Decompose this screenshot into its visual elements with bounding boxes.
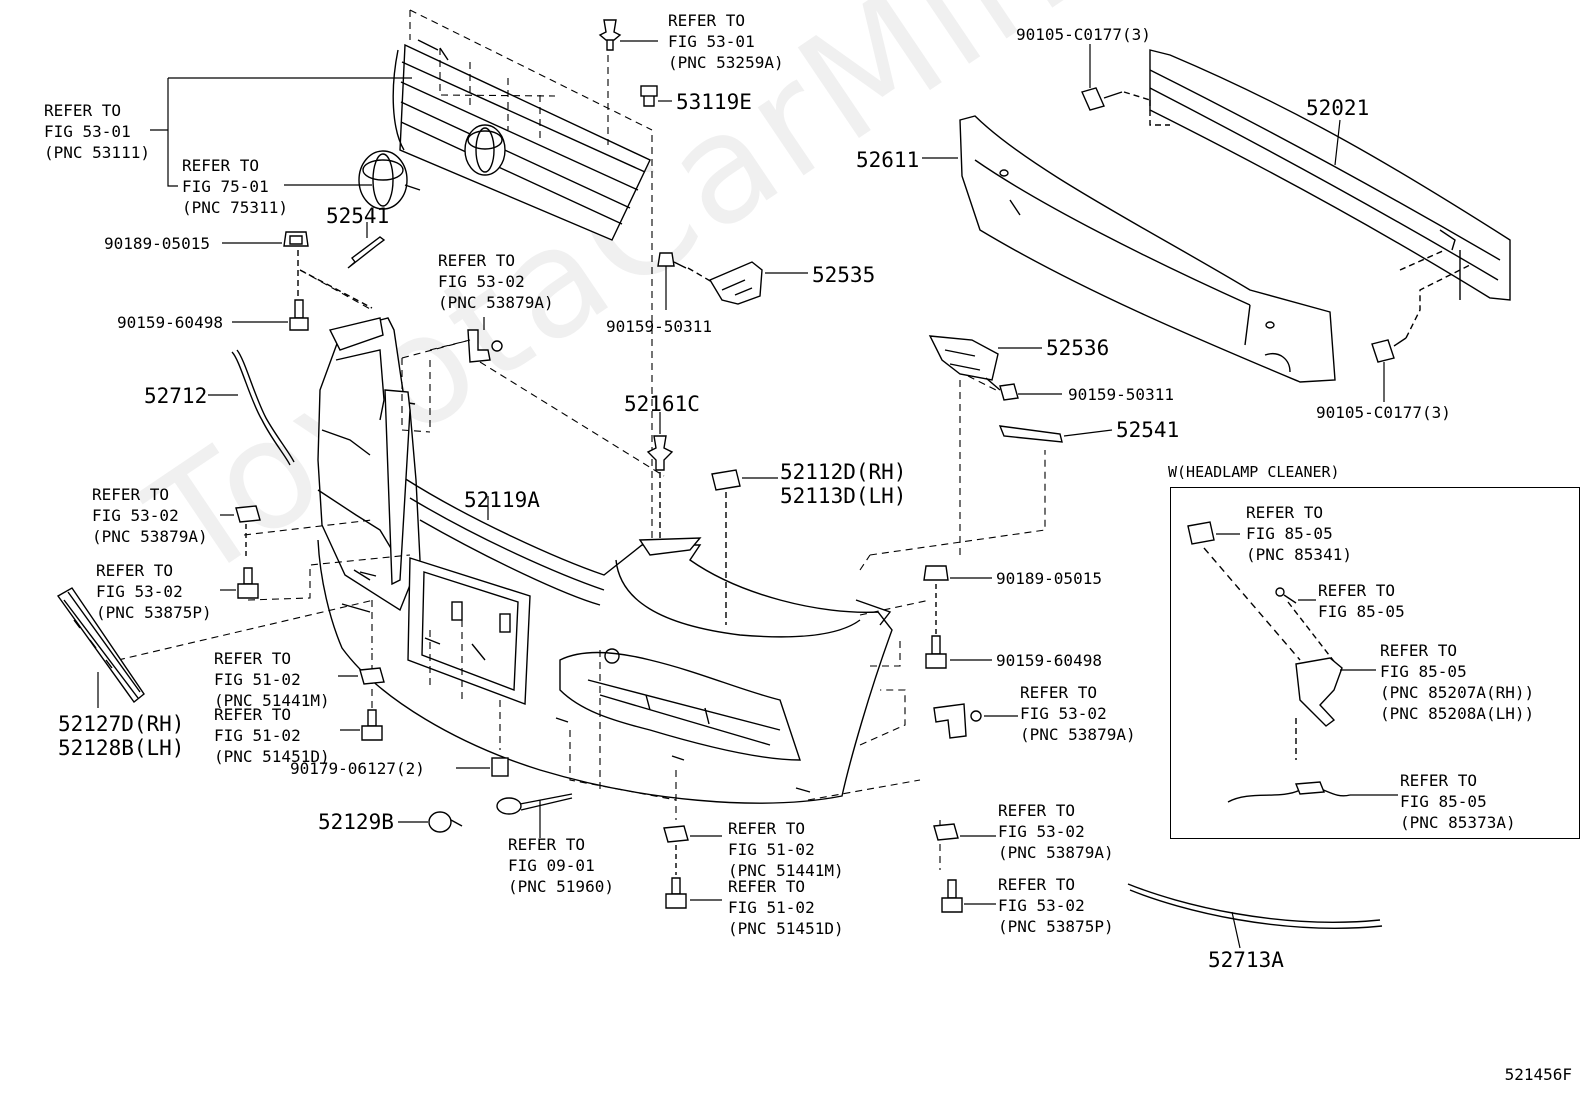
label-52712: 52712 (144, 384, 208, 408)
radiator-grille (392, 39, 651, 241)
label-52536: 52536 (1046, 336, 1110, 360)
cap-52112d (711, 469, 778, 491)
clip-53259a (598, 19, 658, 51)
label-ref-53879a-top: REFER TO FIG 53-02 (PNC 53879A) (438, 251, 554, 312)
bolt-90159-right (925, 635, 992, 669)
label-90179: 90179-06127(2) (290, 759, 425, 778)
bolt-53875p-left (220, 567, 259, 599)
label-ref-75311: REFER TO FIG 75-01 (PNC 75311) (182, 156, 288, 217)
label-90159-left: 90159-60498 (117, 313, 223, 332)
label-90189-right: 90189-05015 (996, 569, 1102, 588)
label-ref-53879a-right: REFER TO FIG 53-02 (PNC 53879A) (1020, 683, 1136, 744)
bolt-90105-top (1081, 44, 1123, 111)
bracket-53879a-right (933, 703, 1018, 739)
label-ref-51441m-left: REFER TO FIG 51-02 (PNC 51441M) (214, 649, 330, 710)
bolt-90159-left (232, 299, 309, 331)
label-52127d: 52127D(RH) 52128B(LH) (58, 712, 185, 760)
retainer-52535 (708, 261, 808, 305)
lower-grille-52127d (56, 587, 145, 708)
label-ref-51451d-bottom: REFER TO FIG 51-02 (PNC 51451D) (728, 877, 844, 938)
clip-51441m-left (338, 667, 385, 685)
label-90189-left: 90189-05015 (104, 234, 210, 253)
bolt-90159-50311-right (985, 377, 1062, 401)
label-53119e: 53119E (676, 90, 752, 114)
label-ref-85373a: REFER TO FIG 85-05 (PNC 85373A) (1400, 771, 1516, 832)
bolt-53875p-bottom (941, 879, 996, 913)
figure-code: 521456F (1504, 1065, 1572, 1084)
retainer-52541-top (347, 236, 386, 269)
label-52112d: 52112D(RH) 52113D(LH) (780, 460, 907, 508)
bolt-51451d-bottom (665, 877, 722, 909)
label-ref-53875p-left: REFER TO FIG 53-02 (PNC 53875P) (96, 561, 212, 622)
absorber-52611 (922, 115, 1336, 383)
label-ref-51451d-left: REFER TO FIG 51-02 (PNC 51451D) (214, 705, 330, 766)
clip-52161c (646, 412, 674, 471)
label-52541-top: 52541 (326, 204, 390, 228)
headlamp-cleaner-parts (1187, 521, 1398, 803)
label-52161c: 52161C (624, 392, 700, 416)
label-52611: 52611 (856, 148, 920, 172)
label-52021: 52021 (1306, 96, 1370, 120)
reinforcement-52021 (1149, 49, 1511, 301)
clip-90189-left (222, 231, 309, 247)
molding-52712 (208, 349, 295, 466)
retainer-52536 (928, 335, 1042, 381)
clip-90189-right (923, 565, 992, 581)
clip-53879a-bottom (933, 823, 996, 841)
label-52713a: 52713A (1208, 948, 1284, 972)
label-ref-51960: REFER TO FIG 09-01 (PNC 51960) (508, 835, 614, 896)
label-90105-top: 90105-C0177(3) (1016, 25, 1151, 44)
bracket-53879a-top (467, 317, 503, 363)
emblem (358, 150, 421, 210)
clip-51441m-bottom (663, 825, 722, 843)
label-ref-53111: REFER TO FIG 53-01 (PNC 53111) (44, 101, 150, 162)
headlamp-cleaner-inset (1170, 487, 1580, 839)
cap-52129b (398, 811, 463, 833)
label-ref-53875p-bottom: REFER TO FIG 53-02 (PNC 53875P) (998, 875, 1114, 936)
label-90105-bottom: 90105-C0177(3) (1316, 403, 1451, 422)
label-52119a: 52119A (464, 488, 540, 512)
label-ref-51441m-bottom: REFER TO FIG 51-02 (PNC 51441M) (728, 819, 844, 880)
bolt-90159-50311-left (657, 252, 687, 310)
inset-title: W(HEADLAMP CLEANER) (1168, 463, 1340, 481)
tow-hook (496, 793, 573, 838)
label-90159-right: 90159-60498 (996, 651, 1102, 670)
label-52535: 52535 (812, 263, 876, 287)
bolt-90105-bottom (1371, 337, 1407, 402)
bolt-51451d-left (340, 709, 383, 741)
retainer-52541-right (998, 425, 1113, 443)
label-ref-53879a-bottom: REFER TO FIG 53-02 (PNC 53879A) (998, 801, 1114, 862)
label-ref-85207a: REFER TO FIG 85-05 (PNC 85207A(RH)) (PNC… (1380, 641, 1535, 723)
label-ref-53259a: REFER TO FIG 53-01 (PNC 53259A) (668, 11, 784, 72)
label-90159-50311-left: 90159-50311 (606, 317, 712, 336)
clip-53879a-left (220, 505, 261, 560)
label-ref-53879a-left: REFER TO FIG 53-02 (PNC 53879A) (92, 485, 208, 546)
label-ref-85-05: REFER TO FIG 85-05 (1318, 581, 1405, 621)
nut-90179 (456, 757, 509, 777)
screw-53119e (640, 85, 672, 107)
label-ref-85341: REFER TO FIG 85-05 (PNC 85341) (1246, 503, 1352, 564)
label-52129b: 52129B (318, 810, 394, 834)
label-90159-50311-right: 90159-50311 (1068, 385, 1174, 404)
molding-52713a (1127, 883, 1383, 949)
bumper-cover (317, 317, 893, 804)
label-52541-right: 52541 (1116, 418, 1180, 442)
